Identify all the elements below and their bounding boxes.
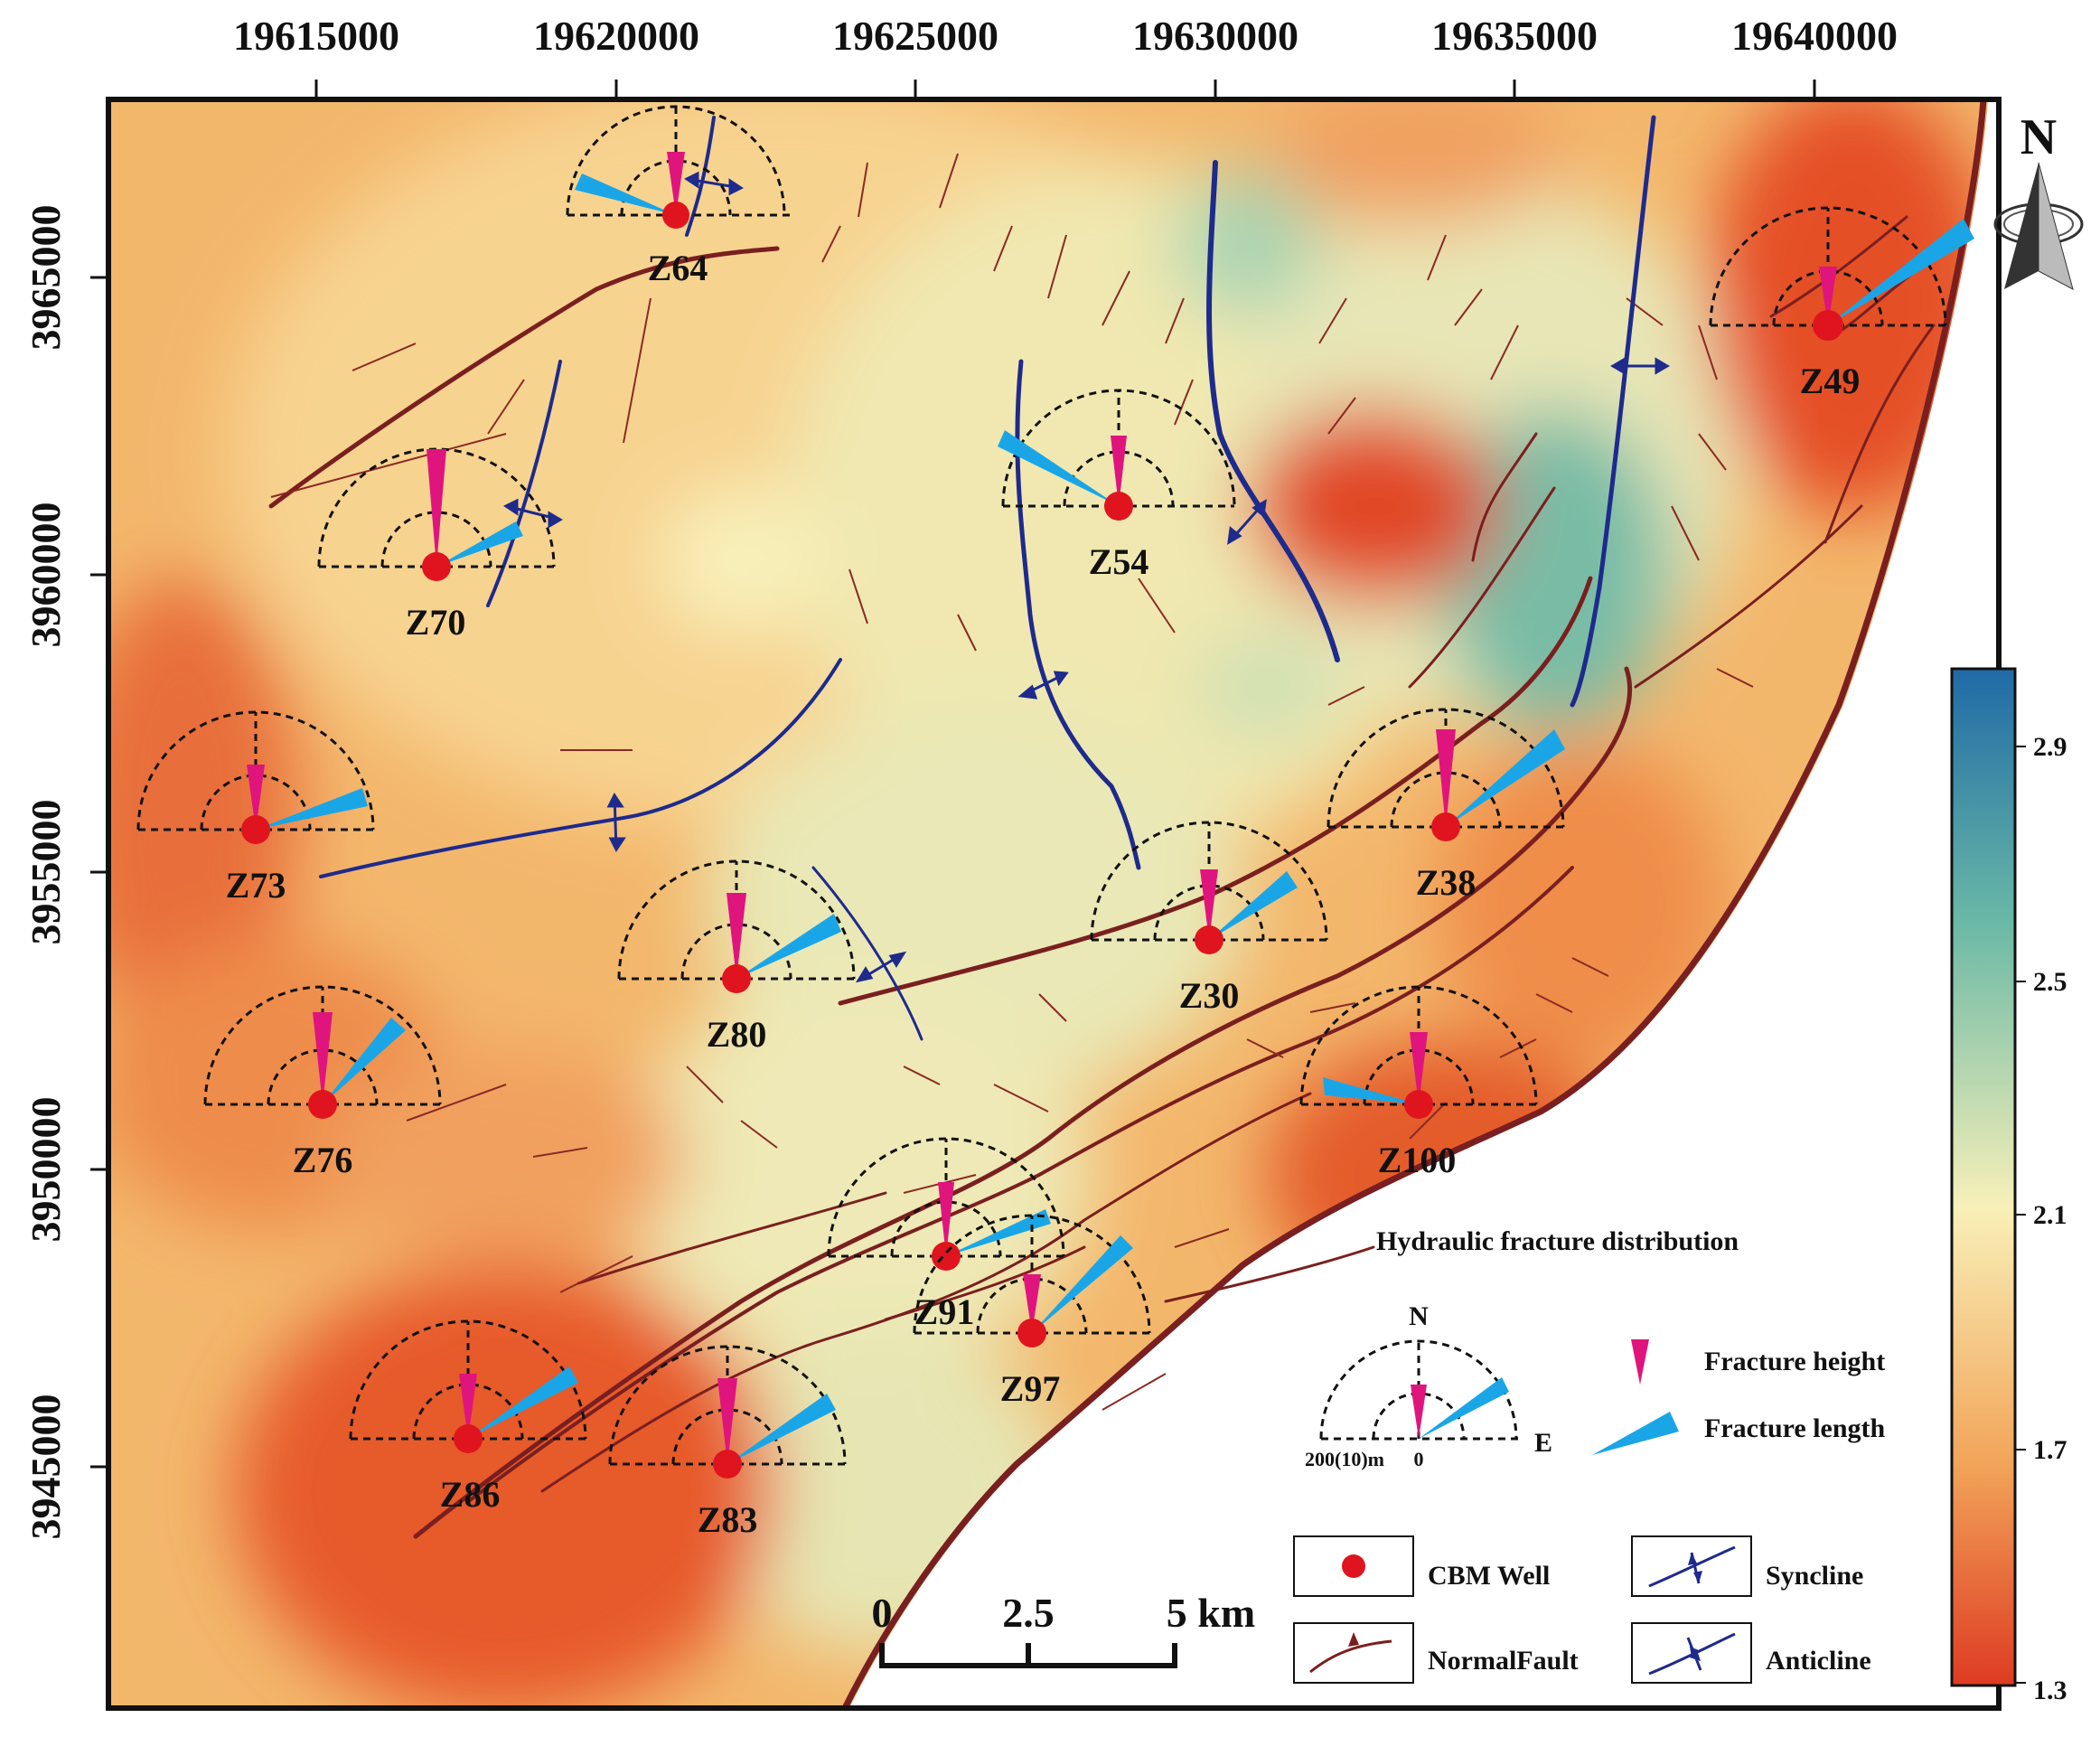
- fracture-legend: Hydraulic fracture distribution N E 200(…: [1305, 1226, 1886, 1470]
- well-label: Z91: [914, 1291, 975, 1332]
- normal-fault-label: NormalFault: [1428, 1646, 1579, 1676]
- well-marker[interactable]: [1327, 708, 1565, 841]
- well-marker[interactable]: [1709, 206, 1974, 341]
- well-label: Z38: [1416, 862, 1477, 903]
- colorbar: 2.9 2.5 2.1 1.7 1.3: [1950, 667, 2067, 1705]
- scale-label: 0: [872, 1590, 893, 1636]
- x-tick-label: 19640000: [1731, 13, 1898, 59]
- cbm-well-label: CBM Well: [1428, 1561, 1550, 1591]
- well-label: Z76: [293, 1140, 353, 1180]
- x-tick-label: 19630000: [1132, 13, 1298, 59]
- fracture-height-label: Fracture height: [1704, 1347, 1885, 1376]
- x-axis: 19615000 19620000 19625000 19630000 1963…: [233, 13, 1898, 99]
- well-label: Z30: [1179, 975, 1240, 1016]
- well-label: Z64: [648, 248, 708, 288]
- fracture-length-swatch: [1592, 1412, 1679, 1455]
- colorbar-gradient: [1950, 667, 2017, 1687]
- well-marker[interactable]: [317, 447, 556, 581]
- well-marker[interactable]: [349, 1319, 587, 1453]
- fracture-length-marker: [575, 174, 676, 215]
- legend-east: E: [1534, 1428, 1552, 1458]
- wells-layer: [136, 105, 1974, 1479]
- x-tick-label: 19635000: [1431, 13, 1598, 59]
- fracture-length-label: Fracture length: [1704, 1413, 1886, 1443]
- fracture-legend-rose: N E 200(10)m 0: [1305, 1301, 1552, 1470]
- scale-label: 5 km: [1167, 1590, 1255, 1636]
- heatmap-surface: [108, 99, 1988, 1708]
- well-marker[interactable]: [998, 389, 1236, 521]
- x-tick-label: 19615000: [233, 13, 399, 59]
- colorbar-tick: 1.7: [2033, 1435, 2067, 1465]
- well-label: Z83: [698, 1499, 758, 1540]
- y-axis: 3965000 3960000 3955000 3950000 3945000: [23, 205, 108, 1540]
- scale-bar: 0 2.5 5 km: [872, 1590, 1255, 1668]
- well-marker[interactable]: [608, 1345, 847, 1479]
- colorbar-tick: 1.3: [2033, 1676, 2067, 1705]
- y-tick-label: 3955000: [23, 800, 69, 945]
- fracture-legend-title: Hydraulic fracture distribution: [1376, 1226, 1739, 1256]
- north-arrow: N: [1993, 109, 2084, 290]
- well-label: Z100: [1378, 1140, 1457, 1180]
- well-marker[interactable]: [617, 859, 856, 993]
- well-marker[interactable]: [203, 985, 442, 1119]
- well-marker[interactable]: [566, 105, 793, 229]
- colorbar-tick: 2.9: [2033, 732, 2067, 762]
- x-tick-label: 19620000: [533, 13, 699, 59]
- x-tick-label: 19625000: [832, 13, 998, 59]
- well-labels: Z64 Z49 Z70 Z54 Z73 Z38 Z30 Z80 Z76 Z100…: [226, 248, 1861, 1540]
- cbm-well-symbol: [1342, 1554, 1365, 1578]
- well-label: Z97: [1000, 1368, 1061, 1409]
- legend-scale-text: 200(10)m: [1305, 1448, 1384, 1470]
- syncline-label: Syncline: [1766, 1561, 1863, 1591]
- legend-north: N: [1409, 1301, 1429, 1331]
- well-label: Z80: [707, 1014, 767, 1055]
- anticline-label: Anticline: [1766, 1646, 1871, 1676]
- well-label: Z54: [1089, 541, 1149, 582]
- well-marker[interactable]: [913, 1214, 1151, 1347]
- basin-boundary-fault: [841, 99, 1987, 1710]
- fold-arrows: [503, 171, 1670, 983]
- well-label: Z49: [1800, 361, 1861, 401]
- symbol-legend: CBM Well Syncline NormalFault Anticline: [1293, 1535, 1871, 1684]
- well-label: Z70: [406, 602, 466, 643]
- y-tick-label: 3945000: [23, 1394, 69, 1540]
- y-tick-label: 3950000: [23, 1097, 69, 1243]
- well-label: Z86: [440, 1474, 501, 1515]
- colorbar-tick: 2.5: [2033, 967, 2067, 997]
- normal-fault-symbol: [1309, 1639, 1392, 1674]
- fold-axes: [319, 115, 1656, 1041]
- fracture-height-marker: [667, 152, 685, 215]
- well-point: [662, 202, 689, 229]
- fracture-height-swatch: [1631, 1339, 1649, 1385]
- colorbar-tick: 2.1: [2033, 1200, 2067, 1230]
- well-marker[interactable]: [1090, 821, 1328, 954]
- scale-label: 2.5: [1002, 1590, 1055, 1636]
- well-marker[interactable]: [827, 1137, 1065, 1271]
- well-marker[interactable]: [1299, 985, 1538, 1119]
- legend-zero: 0: [1414, 1448, 1424, 1470]
- y-tick-label: 3960000: [23, 502, 69, 648]
- well-marker[interactable]: [136, 710, 375, 844]
- well-label: Z73: [226, 865, 286, 906]
- y-tick-label: 3965000: [23, 205, 69, 351]
- north-label: N: [2020, 109, 2057, 165]
